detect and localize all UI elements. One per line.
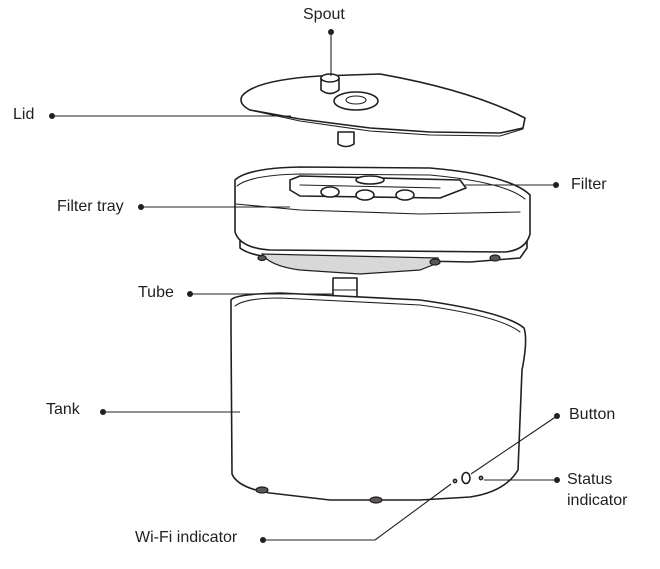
status-indicator-label-line2: indicator <box>567 492 628 509</box>
filter-label: Filter <box>571 176 607 193</box>
filter-tray-label: Filter tray <box>57 198 124 215</box>
status-indicator-label-line1: Status <box>567 471 613 488</box>
lid-label: Lid <box>13 106 35 123</box>
leader-lines <box>49 29 560 543</box>
tube-label: Tube <box>138 284 174 301</box>
status-indicator-label: Status indicator <box>567 469 627 511</box>
tank-label: Tank <box>46 401 80 418</box>
lid-part <box>240 73 526 148</box>
filter-part <box>289 175 467 201</box>
button-label: Button <box>569 406 616 423</box>
wifi-indicator-label: Wi-Fi indicator <box>135 529 238 546</box>
tank-part <box>230 292 527 504</box>
spout-label: Spout <box>303 6 345 23</box>
